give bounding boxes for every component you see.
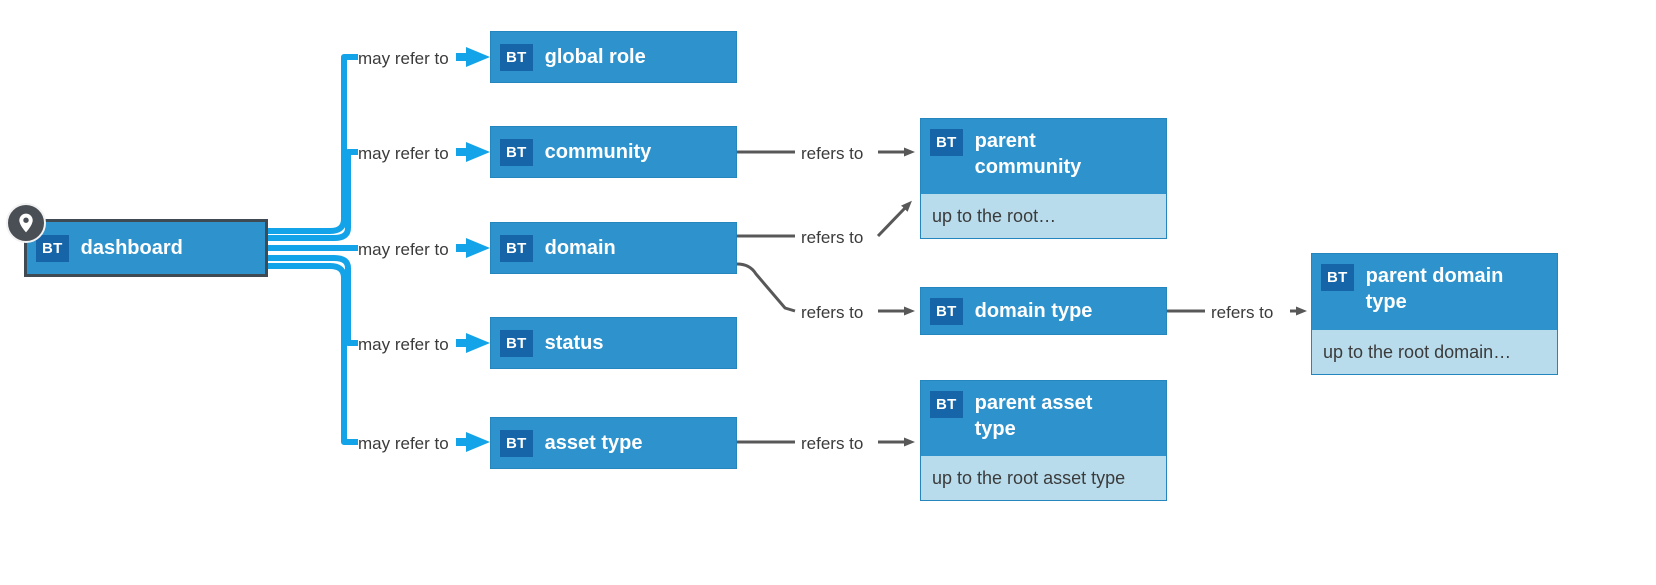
edge-label-community-refers-to-parent-community: refers to (801, 144, 864, 163)
node-status-label: status (544, 332, 604, 354)
bt-badge-icon: BT (930, 298, 963, 325)
edge-label-domain-refers-to-parent-community: refers to (801, 228, 864, 247)
bt-badge-icon: BT (36, 235, 69, 262)
node-parent-domain-type-footer: up to the root domain… (1312, 330, 1557, 374)
node-asset-type-label: asset type (544, 432, 643, 454)
node-parent-domain-type[interactable]: BT parent domain type up to the root dom… (1311, 253, 1558, 375)
node-domain-label: domain (544, 237, 616, 259)
arrowstem-domain (456, 244, 468, 252)
arrowhead-global-role (466, 47, 490, 67)
primary-arrowheads (456, 47, 490, 452)
edge-dashboard-to-global-role (268, 54, 358, 234)
node-parent-domain-type-label: parent domain type (1365, 265, 1504, 314)
bt-badge-icon: BT (500, 44, 533, 71)
arrowstem-global-role (456, 53, 468, 61)
node-global-role[interactable]: BT global role (490, 31, 737, 83)
edge-dashboard-to-community (268, 149, 358, 241)
arrowhead-community (466, 142, 490, 162)
node-parent-asset-type-label: parent asset type (974, 392, 1093, 441)
location-pin-badge[interactable] (6, 203, 46, 243)
node-domain[interactable]: BT domain (490, 222, 737, 274)
node-parent-domain-type-head: BT parent domain type (1312, 254, 1557, 330)
node-global-role-label: global role (544, 46, 646, 68)
arrowstem-community (456, 148, 468, 156)
node-community-head: BT community (491, 127, 736, 177)
primary-edges (268, 54, 358, 445)
node-parent-asset-type-footer: up to the root asset type (921, 456, 1166, 500)
edge-dashboard-to-asset-type (268, 263, 358, 445)
node-dashboard[interactable]: BT dashboard (24, 219, 268, 277)
node-domain-type[interactable]: BT domain type (920, 287, 1167, 335)
edge-label-asset-type-refers-to-parent-asset-type: refers to (801, 434, 864, 453)
bt-badge-icon: BT (500, 330, 533, 357)
edge-label-may-refer-to-status: may refer to (358, 335, 449, 354)
edge-dashboard-to-status (268, 255, 358, 346)
edge-domain-to-domain-type-left (736, 262, 796, 313)
node-community-label: community (544, 141, 652, 163)
bt-badge-icon: BT (500, 235, 533, 262)
edge-label-domain-refers-to-domain-type: refers to (801, 303, 864, 322)
node-domain-type-head: BT domain type (921, 288, 1166, 334)
node-parent-community-footer: up to the root… (921, 194, 1166, 238)
node-parent-community[interactable]: BT parent community up to the root… (920, 118, 1167, 239)
bt-badge-icon: BT (500, 139, 533, 166)
node-global-role-head: BT global role (491, 32, 736, 82)
edge-domain-to-parent-community-right (876, 200, 912, 238)
edge-label-may-refer-to-domain: may refer to (358, 240, 449, 259)
node-parent-community-head: BT parent community (921, 119, 1166, 194)
arrowhead-status (466, 333, 490, 353)
node-dashboard-head: BT dashboard (27, 222, 265, 274)
node-parent-asset-type[interactable]: BT parent asset type up to the root asse… (920, 380, 1167, 501)
node-asset-type-head: BT asset type (491, 418, 736, 468)
node-status-head: BT status (491, 318, 736, 368)
bt-badge-icon: BT (1321, 264, 1354, 291)
edge-label-may-refer-to-asset-type: may refer to (358, 434, 449, 453)
node-domain-head: BT domain (491, 223, 736, 273)
node-status[interactable]: BT status (490, 317, 737, 369)
node-asset-type[interactable]: BT asset type (490, 417, 737, 469)
edge-label-domain-type-refers-to-parent-domain-type: refers to (1211, 303, 1274, 322)
node-parent-asset-type-head: BT parent asset type (921, 381, 1166, 456)
arrowhead-asset-type (466, 432, 490, 452)
arrowhead-domain (466, 238, 490, 258)
edge-label-may-refer-to-community: may refer to (358, 144, 449, 163)
location-pin-icon (19, 213, 33, 233)
node-dashboard-label: dashboard (80, 237, 183, 259)
bt-badge-icon: BT (500, 430, 533, 457)
node-community[interactable]: BT community (490, 126, 737, 178)
edge-label-may-refer-to-global-role: may refer to (358, 49, 449, 68)
node-parent-community-label: parent community (974, 130, 1082, 179)
arrowstem-asset-type (456, 438, 468, 446)
arrowstem-status (456, 339, 468, 347)
node-domain-type-label: domain type (974, 300, 1093, 322)
bt-badge-icon: BT (930, 129, 963, 156)
bt-badge-icon: BT (930, 391, 963, 418)
